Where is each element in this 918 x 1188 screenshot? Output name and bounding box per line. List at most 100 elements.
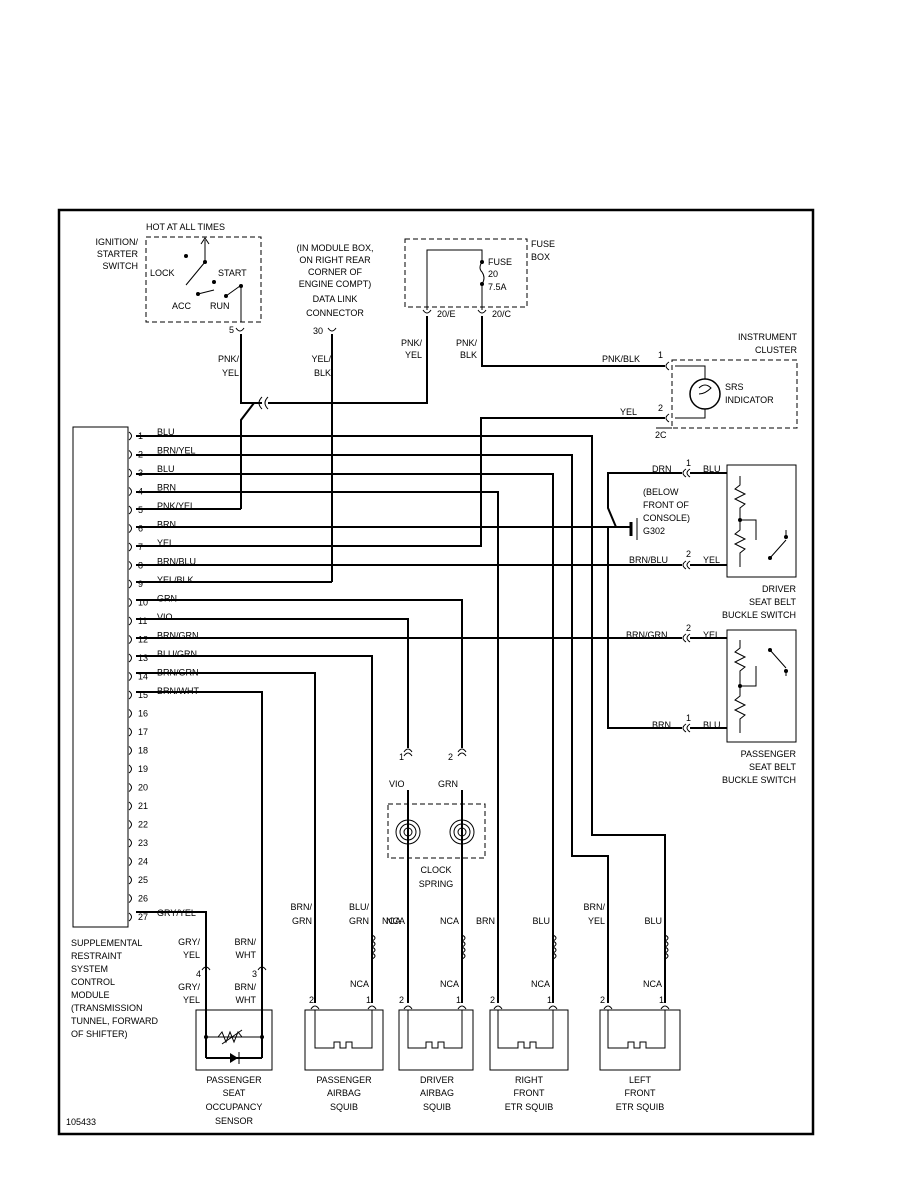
wire-label-pa-grn: GRN [292, 916, 312, 926]
module-pin-terminal [128, 524, 132, 533]
nca-label-3: NCA [440, 916, 459, 926]
dlc-note-3: CORNER OF [308, 267, 363, 277]
wire-label-pnk: PNK/ [218, 354, 240, 364]
module-pin-number: 22 [138, 820, 148, 830]
module-pin-terminal [128, 709, 132, 718]
start-label: START [218, 268, 247, 278]
wire-label-gry-4: YEL [183, 995, 200, 1005]
acc-label: ACC [172, 301, 192, 311]
occupancy-pin-3: 3 [252, 969, 257, 979]
module-pin-number: 25 [138, 875, 148, 885]
passenger-pin-2: 2 [686, 623, 691, 633]
module-pin-terminal [128, 746, 132, 755]
module-pin-terminal [128, 616, 132, 626]
clock-spring-pin-2: 2 [448, 752, 453, 762]
module-pin-wire-color: YEL/BLK [157, 575, 194, 585]
module-pin-terminal [128, 820, 132, 829]
module-pin-wire-color: YEL [157, 538, 174, 548]
module-pin-number: 19 [138, 764, 148, 774]
wire-label-brnw-1: BRN/ [234, 937, 256, 947]
module-pin-terminal [128, 561, 132, 570]
ignition-label-line3: SWITCH [103, 261, 139, 271]
module-pin-terminal [128, 450, 132, 459]
fuse-box-label-1: FUSE [531, 239, 555, 249]
lf-label-2: FRONT [625, 1088, 656, 1098]
run-label: RUN [210, 301, 230, 311]
g302-note-3: CONSOLE) [643, 513, 690, 523]
module-pin-terminal [128, 801, 132, 811]
wire-label-pblu: BLU [703, 720, 721, 730]
module-pin-terminal [128, 875, 132, 885]
right-front-etr-squib: 2 1 RIGHT FRONT ETR SQUIB [489, 995, 569, 1112]
passenger-seat-occupancy-sensor: PASSENGER SEAT OCCUPANCY SENSOR [195, 1003, 273, 1126]
module-pin-wire-color: BRN/YEL [157, 446, 196, 456]
fuse-20-rating: 7.5A [488, 282, 507, 292]
clock-spring-label-1: CLOCK [420, 865, 451, 875]
g302-label: G302 [643, 526, 665, 536]
module-pin-wire-color: VIO [157, 612, 173, 622]
srs-indicator-label: INDICATOR [725, 395, 774, 405]
srm-label-2: RESTRAINT [71, 951, 123, 961]
rf-label-2: FRONT [514, 1088, 545, 1098]
module-pin-terminal [128, 838, 132, 848]
g302-note-1: (BELOW [643, 487, 679, 497]
ic-connector-2c: 2C [655, 430, 667, 440]
wire-label-pnk-yel-2: YEL [405, 350, 422, 360]
wire-label-blu-l: BLU [644, 916, 662, 926]
ic-pin-1: 1 [658, 350, 663, 360]
occupancy-label-3: OCCUPANCY [206, 1102, 263, 1112]
instrument-cluster: INSTRUMENT CLUSTER PNK/BLK YEL 1 2 2C SR… [602, 332, 798, 440]
module-pin-wire-color: BRN [157, 520, 176, 530]
wire-label-brn-r: BRN [476, 916, 495, 926]
figure-id: 105433 [66, 1117, 96, 1127]
wire-label-yel-l: YEL [588, 916, 605, 926]
wire-label-gry-1: GRY/ [178, 937, 200, 947]
wire-label-pnk-blk-2: BLK [460, 350, 477, 360]
instrument-cluster-label-2: CLUSTER [755, 345, 798, 355]
g302-note-2: FRONT OF [643, 500, 689, 510]
fuse-connector-20c: 20/C [492, 309, 512, 319]
passenger-switch-label-3: BUCKLE SWITCH [722, 775, 796, 785]
da-label-3: SQUIB [423, 1102, 451, 1112]
passenger-airbag-squib: 2 1 PASSENGER AIRBAG SQUIB [304, 995, 384, 1112]
module-pin-number: 11 [138, 616, 147, 626]
module-pin-terminal [128, 579, 132, 589]
dlc-note-2: ON RIGHT REAR [299, 255, 371, 265]
driver-pin-1: 1 [686, 458, 691, 468]
pa-squib-pin-2: 2 [309, 995, 314, 1005]
srm-label-5: MODULE [71, 990, 110, 1000]
occupancy-label-1: PASSENGER [206, 1075, 262, 1085]
passenger-switch-label-1: PASSENGER [741, 749, 797, 759]
wire-label-grn: GRN [438, 779, 458, 789]
lf-label-3: ETR SQUIB [616, 1102, 665, 1112]
module-pin-wire-color: BRN/BLU [157, 557, 196, 567]
clock-spring-label-2: SPRING [419, 879, 454, 889]
clock-spring-pin-1: 1 [399, 752, 404, 762]
driver-seat-belt-buckle-switch: DRN BLU BRN/BLU YEL 1 2 DRIVER SEAT BELT… [629, 458, 797, 620]
module-pin-terminal [128, 653, 132, 663]
pa-label-1: PASSENGER [316, 1075, 372, 1085]
wire-label-yel-blk-2: BLK [314, 368, 331, 378]
wire-label-yel-blk-1: YEL/ [311, 354, 331, 364]
dlc-note-4: ENGINE COMPT) [299, 279, 372, 289]
module-pin-wire-color: BLU [157, 464, 175, 474]
wire-label-dyel: YEL [703, 555, 720, 565]
ignition-starter-switch: HOT AT ALL TIMES IGNITION/ STARTER SWITC… [96, 222, 262, 335]
nca-label-7: NCA [386, 916, 405, 926]
fuse-20-label: FUSE [488, 257, 512, 267]
wire-label-pnk-yel-1: PNK/ [401, 338, 423, 348]
module-pin-terminal [128, 542, 132, 552]
module-pin-wire-color: BLU [157, 427, 175, 437]
module-pin-number: 13 [138, 653, 148, 663]
nca-label-5: NCA [531, 979, 550, 989]
srm-label-6: (TRANSMISSION [71, 1003, 143, 1013]
rf-squib-pin-2: 2 [490, 995, 495, 1005]
module-pin-number: 10 [138, 598, 148, 608]
fuse-box: FUSE BOX FUSE 20 7.5A 20/E 20/C [404, 238, 555, 319]
wire-label-yel-ic: YEL [620, 407, 637, 417]
ic-pin-2: 2 [658, 403, 663, 413]
module-pin-terminal [128, 912, 132, 922]
module-pin-terminal [128, 894, 132, 903]
module-pin-number: 15 [138, 690, 148, 700]
